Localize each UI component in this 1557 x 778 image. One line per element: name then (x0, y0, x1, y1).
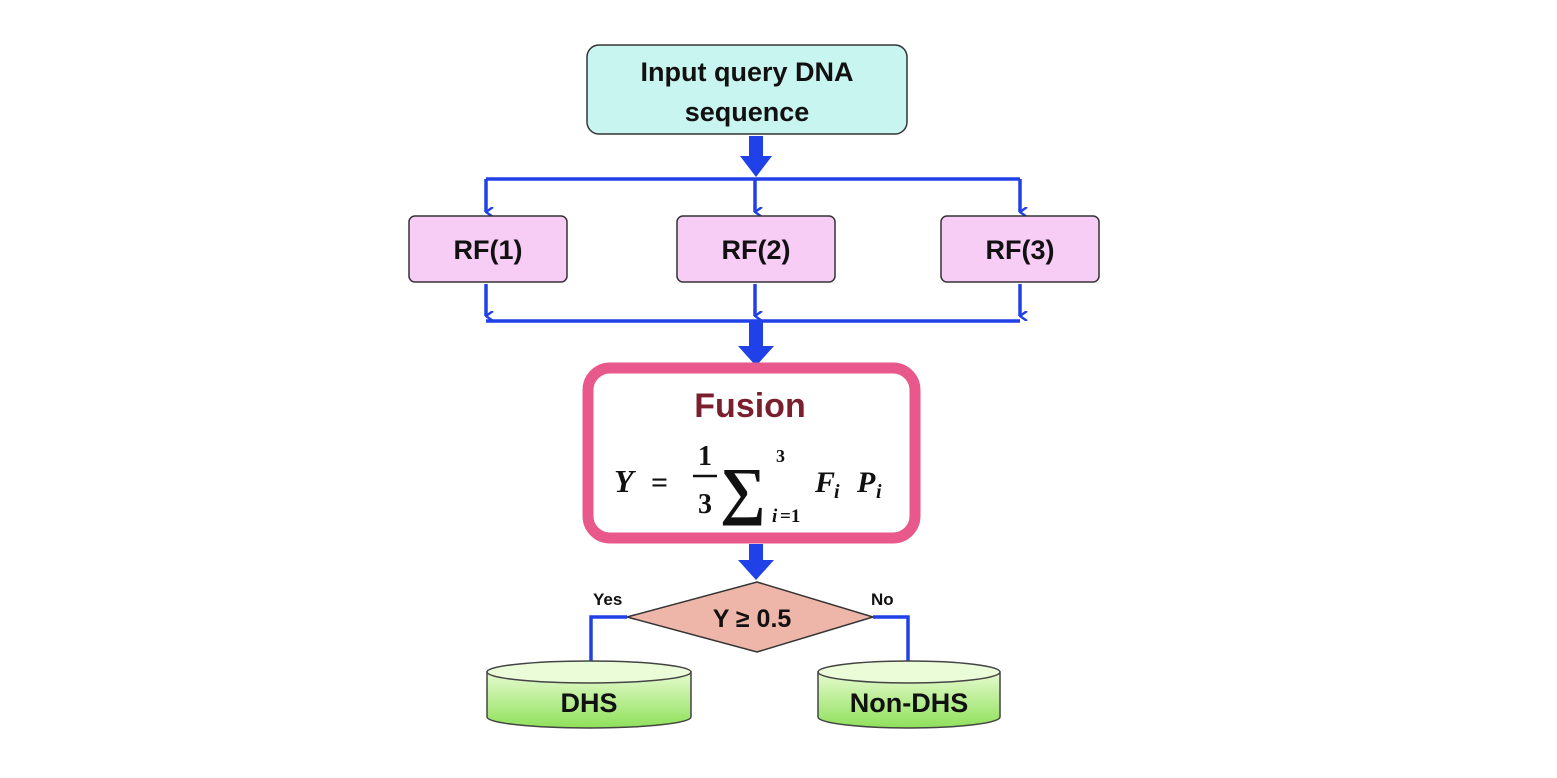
arrow-fusion-to-decision (738, 544, 774, 580)
input-sequence-label-line1: Input query DNA (641, 57, 854, 87)
rf2-box (676, 215, 836, 283)
rf3-label: RF(3) (986, 235, 1055, 265)
svg-text:3: 3 (698, 489, 712, 520)
fusion-title: Fusion (694, 387, 805, 425)
rf1-label: RF(1) (454, 235, 523, 265)
svg-text:=1: =1 (780, 506, 800, 527)
decision-condition: Y ≥ 0.5 (713, 605, 792, 633)
svg-text:3: 3 (776, 446, 785, 466)
fusion-box (582, 362, 921, 544)
dhs-label: DHS (560, 688, 617, 718)
fusion-formula: Y = 1 3 ∑ 3 i =1 F i P i (614, 441, 882, 527)
input-sequence-box (586, 44, 908, 135)
svg-text:∑: ∑ (720, 455, 766, 526)
no-branch-connector (873, 615, 908, 672)
rf1-box (408, 215, 568, 283)
svg-text:F: F (814, 466, 835, 499)
svg-text:=: = (651, 466, 668, 499)
split-connector (484, 177, 1020, 212)
input-sequence-label-line2: sequence (685, 97, 810, 127)
svg-text:Y: Y (614, 463, 636, 499)
svg-text:i: i (834, 481, 840, 503)
decision-diamond (624, 581, 876, 653)
yes-label: Yes (593, 590, 622, 609)
non-dhs-label: Non-DHS (850, 688, 968, 718)
non-dhs-output-cylinder (817, 660, 1001, 729)
dhs-output-cylinder (486, 660, 692, 729)
svg-text:P: P (856, 466, 876, 499)
arrow-input-to-split (740, 136, 772, 177)
merge-connector (484, 284, 1020, 323)
svg-text:i: i (876, 481, 882, 503)
rf3-box (940, 215, 1100, 283)
svg-text:1: 1 (698, 441, 712, 472)
svg-text:i: i (772, 506, 778, 527)
rf2-label: RF(2) (722, 235, 791, 265)
yes-branch-connector (589, 615, 627, 672)
no-label: No (871, 590, 894, 609)
arrow-merge-to-fusion (738, 322, 774, 366)
